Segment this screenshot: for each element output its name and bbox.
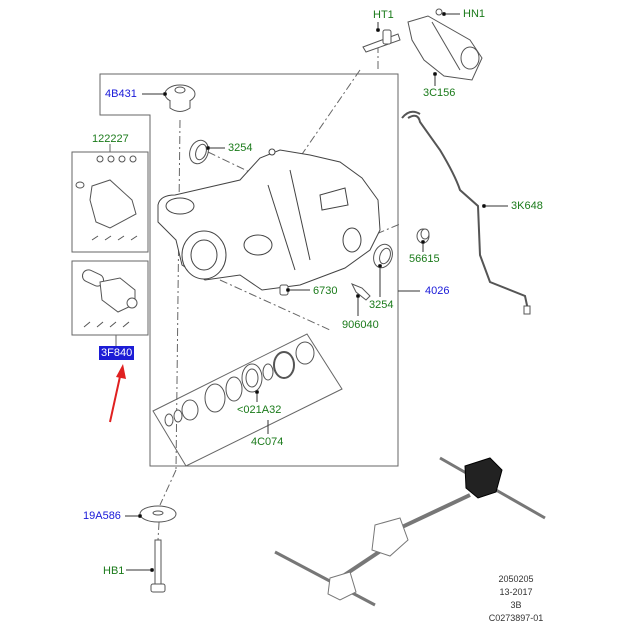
callout-4b431[interactable]: 4B431 [105,88,137,100]
callout-021a32[interactable]: <021A32 [237,404,282,416]
footer-ref-4: C0273897-01 [488,613,544,623]
callout-19a586[interactable]: 19A586 [83,510,121,522]
seal-3254-top-drawing [189,139,209,165]
actuator-motor-drawing [81,269,138,328]
assembly-frame [99,73,399,467]
actuator-box [71,260,149,336]
callout-hn1[interactable]: HN1 [463,8,486,20]
differential-4026-drawing [157,148,381,291]
bracket-3c156-drawing [407,8,483,81]
callout-3c156[interactable]: 3C156 [423,87,456,99]
plug-56615-drawing [416,228,430,244]
red-arrow-indicator [109,364,126,423]
callout-4026[interactable]: 4026 [425,285,450,297]
cover-drawing [75,155,138,241]
vent-tube-3k648-drawing [401,110,531,315]
callout-56615[interactable]: 56615 [409,253,440,265]
bearing-kit-box [152,333,343,467]
drivetrain-overview-drawing [274,456,546,607]
lower-bushing-19a586-drawing [139,505,177,523]
footer-ref-1: 2050205 [498,574,534,584]
callout-3f840-highlighted[interactable]: 3F840 [98,346,135,360]
callout-3254-bottom[interactable]: 3254 [369,299,394,311]
callout-ht1[interactable]: HT1 [373,9,394,21]
callout-hb1[interactable]: HB1 [103,565,125,577]
callout-4c074[interactable]: 4C074 [251,436,284,448]
callout-3k648[interactable]: 3K648 [511,200,543,212]
footer-ref-2: 13-2017 [499,587,533,597]
stud-ht1-drawing [362,29,401,53]
bolt-hb1-drawing [150,539,166,593]
sensor-906040-drawing [350,283,371,301]
callout-3254-top[interactable]: 3254 [228,142,253,154]
callout-906040[interactable]: 906040 [342,319,379,331]
seal-3254-bottom-drawing [373,243,393,269]
bearing-set-drawing [164,341,315,427]
footer-ref-3: 3B [510,600,522,610]
callout-6730[interactable]: 6730 [313,285,338,297]
mount-4b431-drawing [164,84,196,112]
callout-122227[interactable]: 122227 [92,133,129,145]
